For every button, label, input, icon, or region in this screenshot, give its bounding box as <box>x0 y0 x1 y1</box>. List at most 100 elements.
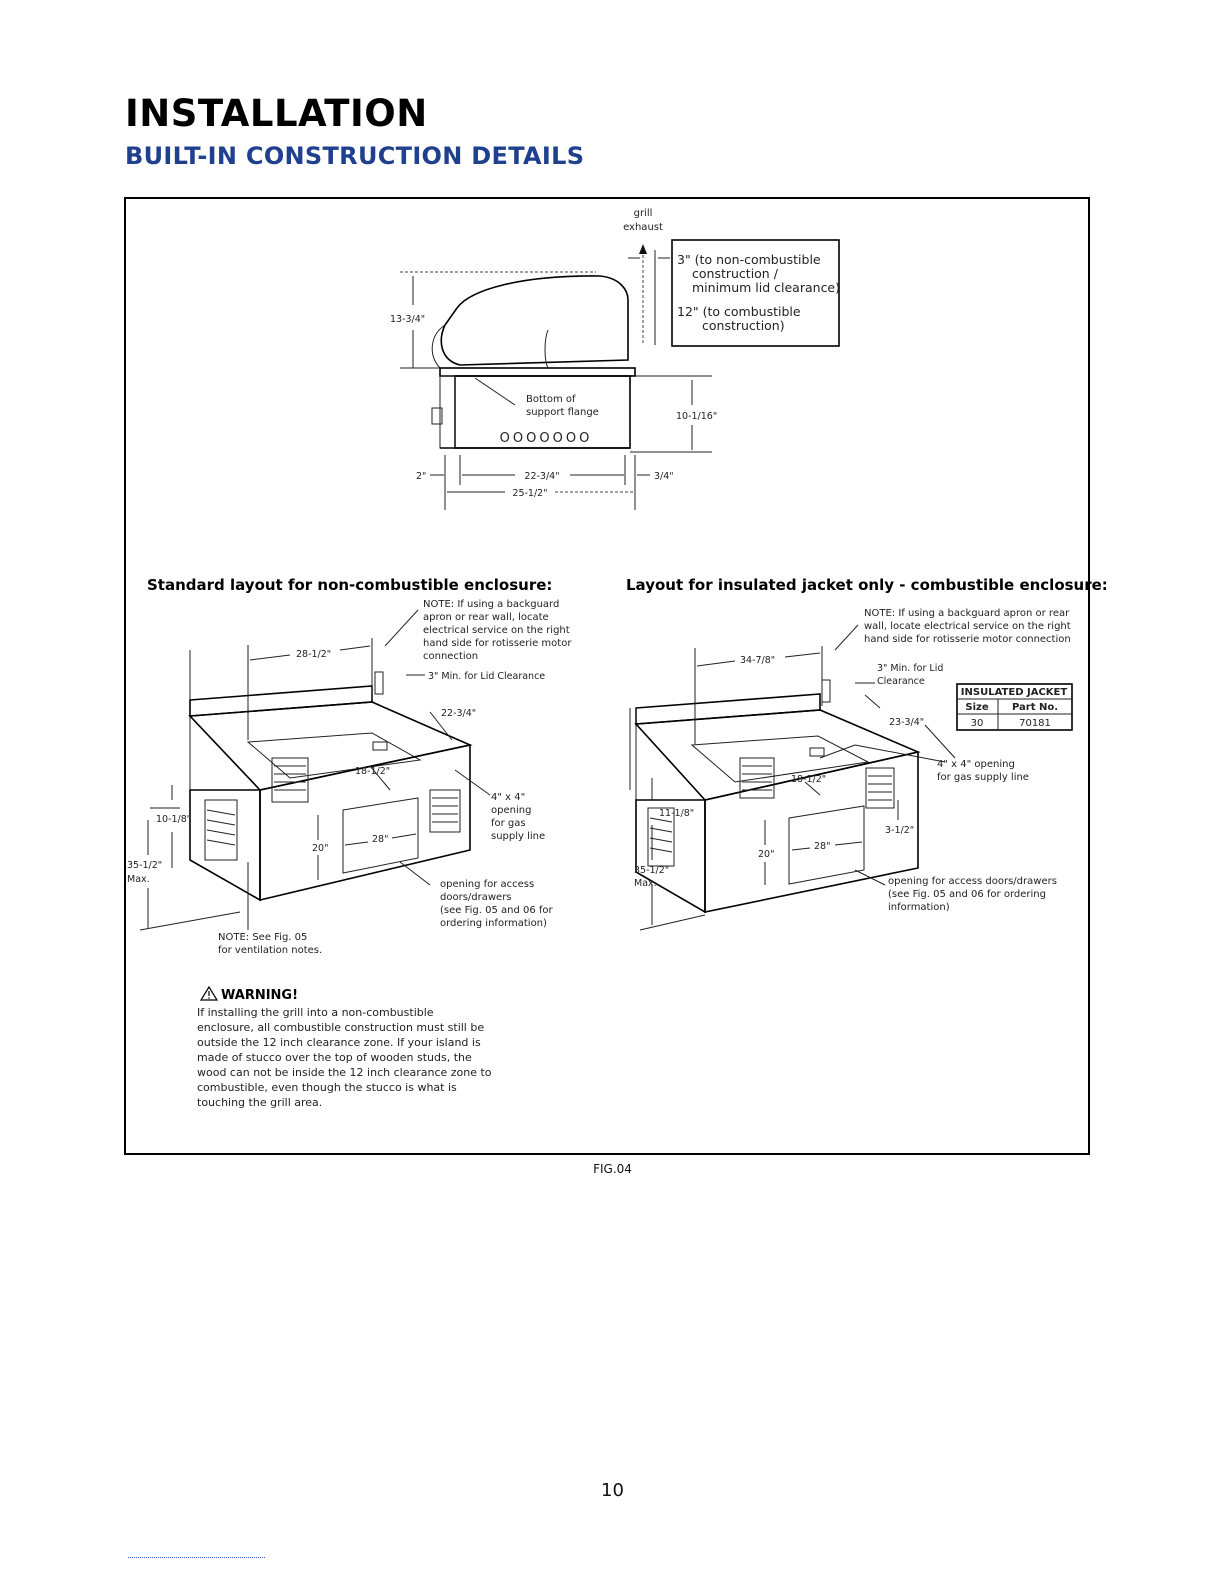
support-flange-rim <box>439 367 636 377</box>
left-note-line-5: connection <box>423 651 478 662</box>
figure-label: FIG.04 <box>593 1162 632 1176</box>
clearance-text-2: construction / <box>692 266 779 281</box>
right-door-note-2: (see Fig. 05 and 06 for ordering <box>888 889 1046 900</box>
page-title: INSTALLATION <box>125 92 428 135</box>
right-gas-line-1: 4" x 4" opening <box>937 759 1015 770</box>
right-width-label: 34-7/8" <box>740 655 775 666</box>
left-vent-note-2: for ventilation notes. <box>218 945 322 956</box>
flange-label-1: Bottom of <box>526 394 576 405</box>
jacket-table-grid <box>956 683 1073 731</box>
clearance-text-5: construction) <box>702 318 785 333</box>
flange-leader-line <box>474 377 516 406</box>
left-backwall-top <box>189 685 373 717</box>
clearance-text-3: minimum lid clearance) <box>692 280 840 295</box>
grill-side-view <box>400 239 840 510</box>
right-gas-opening-icon <box>809 747 825 757</box>
left-total-height-label-2: Max. <box>127 874 150 885</box>
left-cutout-width-leader <box>429 711 453 741</box>
right-note-line-3: hand side for rotisserie motor connectio… <box>864 634 1071 645</box>
left-counter-height-label: 10-1/8" <box>156 814 191 825</box>
left-vent-icon <box>204 757 461 861</box>
right-cutout-width-label: 23-3/4" <box>889 717 924 728</box>
right-door-leader <box>854 869 886 886</box>
right-backwall-top <box>635 693 821 725</box>
left-outlet-icon <box>374 671 384 695</box>
right-outlet-icon <box>821 679 831 703</box>
warning-line-3: outside the 12 inch clearance zone. If y… <box>197 1036 481 1049</box>
left-side-face <box>189 789 261 902</box>
left-note-leader <box>384 609 419 647</box>
hood-thermometer-shape <box>544 329 549 369</box>
right-side-dim-label: 3-1/2" <box>885 825 914 836</box>
right-side-face <box>635 799 706 914</box>
left-note-line-1: NOTE: If using a backguard <box>423 599 559 610</box>
left-cutout-width-label: 22-3/4" <box>441 708 476 719</box>
left-door-note-1: opening for access <box>440 879 534 890</box>
right-cutout <box>690 735 870 783</box>
jacket-table-title: INSULATED JACKET <box>961 687 1068 698</box>
left-door-leader <box>399 861 431 886</box>
right-enclosure-drawing <box>629 624 1073 931</box>
warning-line-7: touching the grill area. <box>197 1096 322 1109</box>
right-cutout-depth-leader <box>804 781 821 796</box>
right-countertop <box>634 709 921 801</box>
footer-rule <box>128 1557 265 1558</box>
control-knobs: OOOOOOO <box>500 431 593 446</box>
left-gas-line-3: for gas <box>491 818 526 829</box>
flange-label-2: support flange <box>526 407 599 418</box>
jacket-table-header-size: Size <box>965 702 988 713</box>
left-width-dim-a <box>249 654 291 661</box>
right-vent-icon <box>647 757 895 867</box>
right-note-leader <box>834 624 859 651</box>
right-door-width-label: 28" <box>814 841 830 852</box>
left-cutout <box>246 732 422 779</box>
warning-triangle-icon <box>199 985 219 1001</box>
right-section-title: Layout for insulated jacket only - combu… <box>626 576 1108 594</box>
right-floor-line <box>639 914 706 931</box>
right-gas-leader-b <box>854 744 946 763</box>
left-vent-note-1: NOTE: See Fig. 05 <box>218 932 307 943</box>
left-width-label: 28-1/2" <box>296 649 331 660</box>
exhaust-label-line1: grill <box>634 208 653 219</box>
left-door-height-label: 20" <box>312 843 328 854</box>
dim-left-label: 2" <box>416 471 426 482</box>
warning-title: WARNING! <box>221 988 298 1003</box>
right-lid-clearance-2: Clearance <box>877 676 925 687</box>
left-total-height-label: 35-1/2" <box>127 860 162 871</box>
left-width-dim-b <box>339 645 371 651</box>
warning-line-4: made of stucco over the top of wooden st… <box>197 1051 472 1064</box>
clearance-text-1: 3" (to non-combustible <box>677 252 821 267</box>
right-door-note-1: opening for access doors/drawers <box>888 876 1057 887</box>
jacket-table-cell-part: 70181 <box>1019 718 1051 729</box>
right-note-line-1: NOTE: If using a backguard apron or rear <box>864 608 1070 619</box>
right-door-opening <box>788 805 865 885</box>
base-height-label: 10-1/16" <box>676 411 717 422</box>
grill-knob-shape <box>431 407 443 425</box>
left-door-note-4: ordering information) <box>440 918 547 929</box>
hood-height-label: 13-3/4" <box>390 314 425 325</box>
left-gas-line-2: opening <box>491 805 531 816</box>
clearance-callout-box <box>671 239 840 347</box>
left-note-line-3: electrical service on the right <box>423 625 570 636</box>
left-door-opening <box>342 797 419 874</box>
figure-frame <box>124 197 1090 1155</box>
right-lid-clearance-leader-2 <box>864 694 881 709</box>
left-door-width-dim-b <box>391 833 417 839</box>
left-enclosure-drawing <box>139 609 491 931</box>
right-width-dim-b <box>784 652 821 658</box>
right-gas-line-2: for gas supply line <box>937 772 1029 783</box>
right-door-width-dim-a <box>791 847 811 851</box>
left-door-note-3: (see Fig. 05 and 06 for <box>440 905 554 916</box>
page-subtitle: BUILT-IN CONSTRUCTION DETAILS <box>125 142 585 170</box>
clearance-text-4: 12" (to combustible <box>677 304 801 319</box>
left-gas-line-4: supply line <box>491 831 545 842</box>
left-lid-clearance-label: 3" Min. for Lid Clearance <box>428 671 545 682</box>
right-total-height-label: 35-1/2" <box>634 865 669 876</box>
left-gas-line-1: 4" x 4" <box>491 792 525 803</box>
right-door-width-dim-b <box>834 841 863 846</box>
left-cutout-depth-label: 18-1/2" <box>355 766 390 777</box>
right-lid-clearance-1: 3" Min. for Lid <box>877 663 943 674</box>
dim-mid-label: 22-3/4" <box>524 471 559 482</box>
left-countertop <box>188 701 473 791</box>
